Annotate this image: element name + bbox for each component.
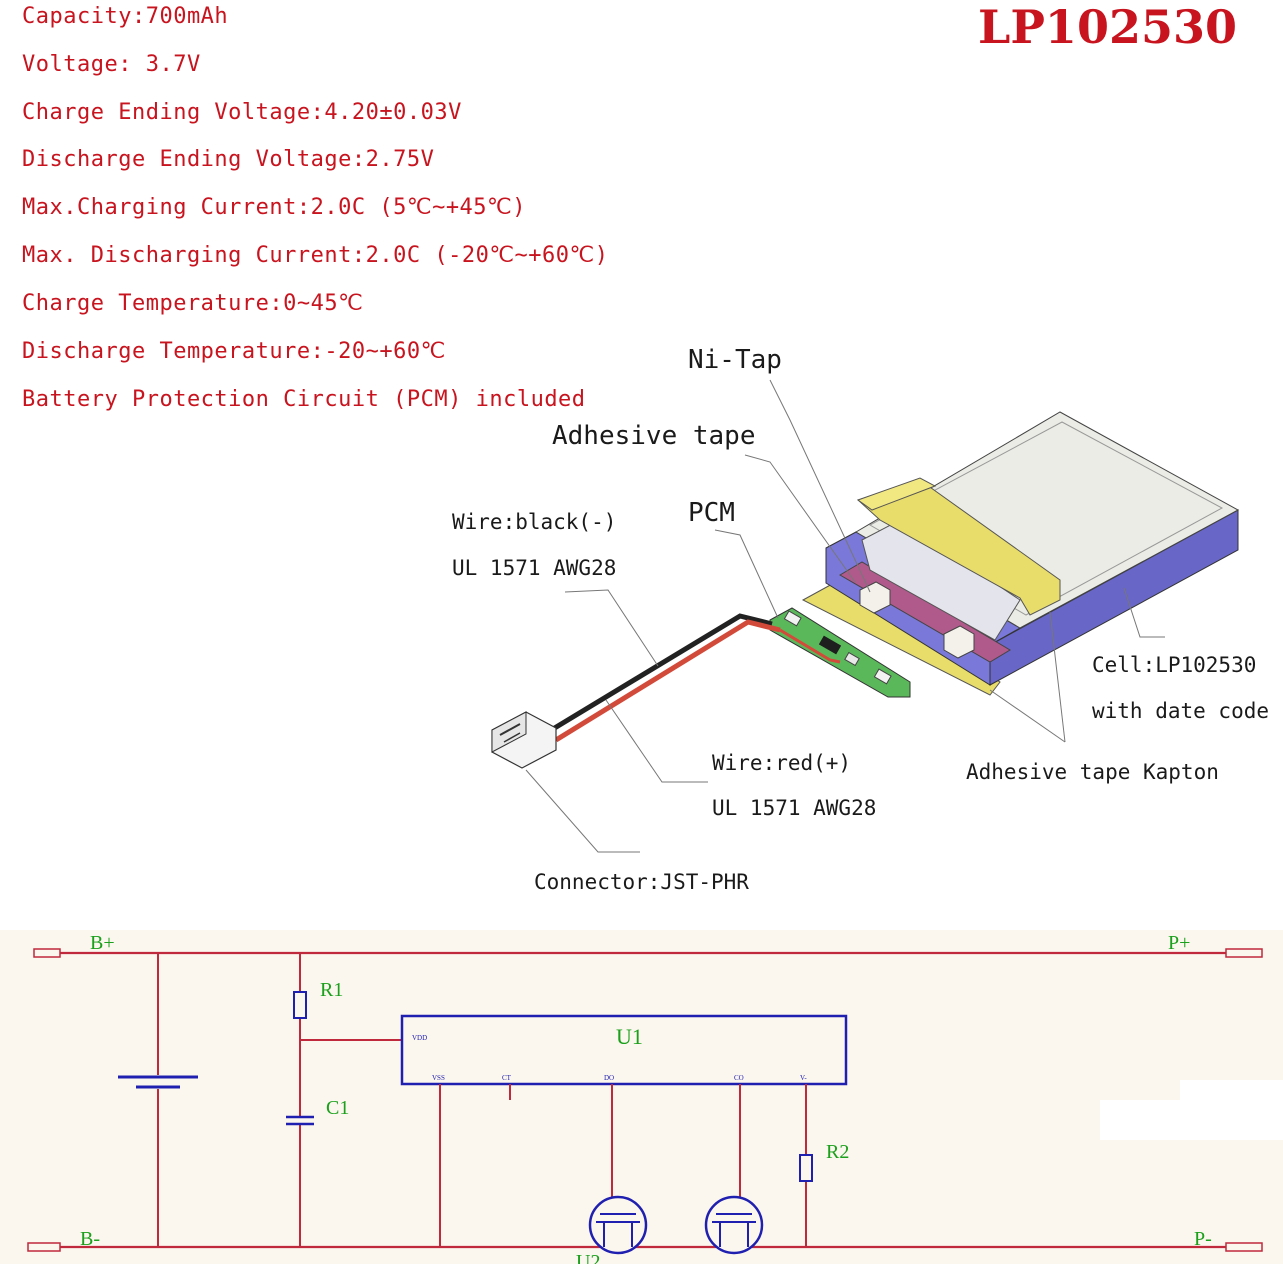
label-wire-black: Wire:black(-) [452, 510, 617, 534]
spec-max-charging-current: Max.Charging Current:2.0C (5℃~+45℃) [22, 195, 527, 220]
u1-body [400, 1014, 848, 1086]
pin-label-vdd: VDD [412, 1034, 427, 1042]
label-wire-black-spec: UL 1571 AWG28 [452, 556, 617, 580]
spec-discharge-ending-voltage: Discharge Ending Voltage:2.75V [22, 147, 435, 172]
r1-body [293, 991, 307, 1019]
connector-slot-2 [503, 732, 521, 743]
pcm-chip-2 [844, 651, 860, 667]
wire-black [546, 613, 773, 735]
spec-voltage: Voltage: 3.7V [22, 52, 201, 77]
spec-max-discharging-current: Max. Discharging Current:2.0C (-20℃~+60℃… [22, 243, 609, 268]
r2-body [799, 1154, 813, 1182]
label-adhesive-tape: Adhesive tape [552, 421, 756, 451]
leader-adhesive-tape [744, 454, 856, 583]
label-ni-tap: Ni-Tap [688, 345, 782, 375]
label-b-plus: B+ [90, 932, 115, 954]
connector-front [491, 711, 527, 753]
label-r2: R2 [826, 1141, 849, 1163]
schematic-smudge-2 [1180, 1080, 1283, 1104]
terminal-b-minus [27, 1242, 61, 1252]
schematic-smudge [1100, 1100, 1283, 1140]
wire-red [554, 619, 781, 743]
spec-charge-temperature: Charge Temperature:0~45℃ [22, 291, 364, 316]
pcm-trace [779, 628, 841, 664]
label-cell-date-code: with date code [1092, 699, 1270, 723]
terminal-b-plus [33, 948, 61, 958]
pin-label-do: DO [604, 1074, 614, 1082]
label-pcm: PCM [688, 498, 735, 528]
label-wire-red-spec: UL 1571 AWG28 [712, 796, 877, 820]
terminal-p-minus [1225, 1242, 1263, 1252]
leader-connector [525, 769, 640, 853]
label-r1: R1 [320, 979, 343, 1001]
label-kapton: Adhesive tape Kapton [966, 760, 1219, 784]
leader-kapton-1 [1049, 611, 1066, 743]
leader-wire-black [564, 589, 659, 667]
pin-label-vminus: V- [800, 1074, 807, 1082]
connector-slot [499, 723, 521, 736]
mosfet-1 [588, 1195, 648, 1255]
spec-charge-ending-voltage: Charge Ending Voltage:4.20±0.03V [22, 100, 462, 125]
label-p-plus: P+ [1168, 932, 1190, 954]
mosfet-2 [704, 1195, 764, 1255]
leader-pcm [714, 529, 779, 619]
label-u1: U1 [616, 1024, 643, 1049]
model-title: LP102530 [978, 0, 1237, 54]
spec-discharge-temperature: Discharge Temperature:-20~+60℃ [22, 339, 446, 364]
label-connector: Connector:JST-PHR [534, 870, 749, 894]
label-cell: Cell:LP102530 [1092, 653, 1257, 677]
label-wire-red: Wire:red(+) [712, 751, 852, 775]
spec-pcm-included: Battery Protection Circuit (PCM) include… [22, 387, 586, 412]
pin-label-ct: CT [502, 1074, 512, 1082]
pcm-chip [818, 635, 842, 655]
ni-tab-left [859, 581, 891, 614]
label-c1: C1 [326, 1097, 349, 1119]
adhesive-tape-top [856, 477, 937, 511]
pcm-schematic: B+ B- P+ P- R1 C1 U1 R2 U2 VDD VSS CT DO… [0, 930, 1283, 1264]
battery-drawing [491, 379, 1240, 853]
pin-label-vss: VSS [432, 1074, 445, 1082]
ni-tab-right [943, 625, 975, 659]
pin-label-co: CO [734, 1074, 744, 1082]
leader-kapton-2 [989, 689, 1066, 743]
label-p-minus: P- [1194, 1228, 1212, 1250]
pcm-pad-1 [783, 610, 802, 627]
terminal-p-plus [1225, 948, 1263, 958]
pcm-pad-2 [873, 668, 892, 685]
label-b-minus: B- [80, 1228, 100, 1250]
label-u2: U2 [576, 1251, 600, 1264]
kapton-base-sheet [801, 582, 1001, 696]
leader-cell [1123, 587, 1165, 638]
leader-ni-tap [769, 379, 871, 593]
adhesive-tape-strip [857, 479, 1061, 616]
spec-capacity: Capacity:700mAh [22, 4, 229, 29]
leader-wire-red [605, 699, 708, 783]
c1-gap [286, 1116, 314, 1124]
